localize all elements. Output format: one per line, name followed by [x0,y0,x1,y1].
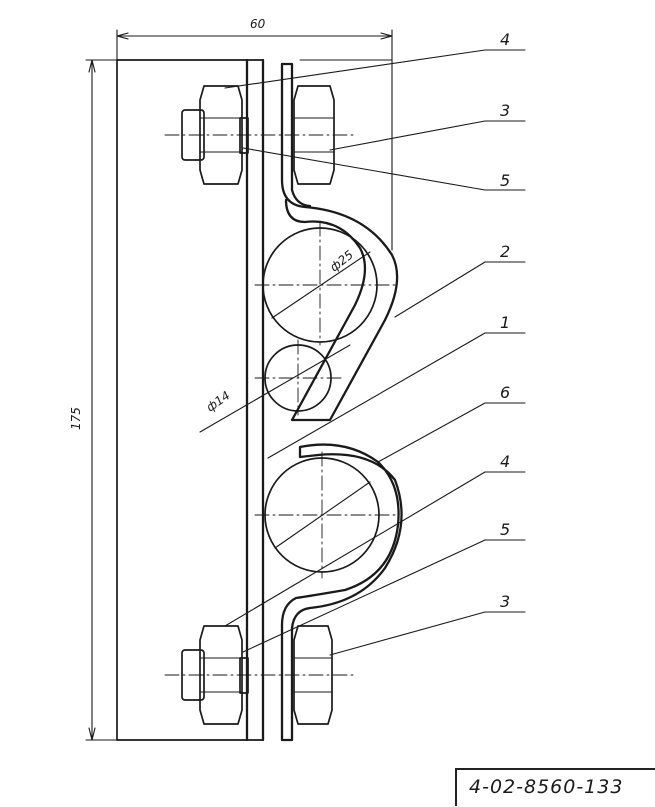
callout-3-top: 3 [500,101,510,120]
callout-2: 2 [500,242,510,261]
callout-3-bottom: 3 [500,592,510,611]
mounting-plate [116,58,393,742]
drawing-code: 4-02-8560-133 [469,776,624,798]
drawing-code-box: 4-02-8560-133 [455,768,655,806]
dimension-height: 175 [69,59,121,741]
dimension-width-label: 60 [250,17,266,31]
bracket-upper [280,62,399,422]
callout-6: 6 [500,383,510,402]
diameter-leaders: ф25 ф14 [199,248,371,549]
diameter-large-upper-label: ф25 [327,248,356,275]
cable-circles [262,227,380,573]
callout-numbers: 4 3 5 2 1 6 4 5 3 [500,30,510,611]
callout-leaders [224,49,526,656]
bracket-lower [280,443,403,742]
bolt-assembly-lower [181,625,333,725]
bolt-assembly-upper [181,85,335,185]
callout-4-top: 4 [500,30,510,49]
callout-1: 1 [500,313,510,332]
dimension-width: 60 [116,17,393,61]
callout-5-top: 5 [500,171,510,190]
dimension-height-label: 175 [69,407,83,430]
center-lines [164,134,396,676]
callout-5-bottom: 5 [500,520,510,539]
diameter-small-label: ф14 [204,388,233,414]
callout-4-bottom: 4 [500,452,510,471]
